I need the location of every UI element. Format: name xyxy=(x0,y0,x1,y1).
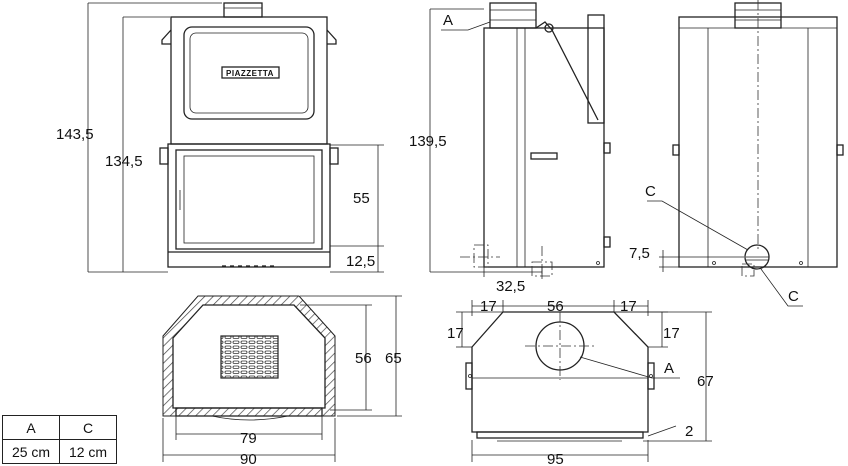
firebox-dim-inner-depth: 56 xyxy=(355,350,372,367)
top-dim-offset-small: 2 xyxy=(685,423,693,440)
side-dim-height: 139,5 xyxy=(409,133,447,150)
front-logo-plate xyxy=(221,66,280,79)
front-dim-body-height: 134,5 xyxy=(105,153,143,170)
top-dim-chamfer-right: 17 xyxy=(663,325,680,342)
firebox-plan: 56 65 79 90 xyxy=(162,295,402,466)
rear-label-c-top: C xyxy=(645,183,656,200)
legend-table: A C 25 cm 12 cm xyxy=(2,415,117,464)
front-logo-text: PIAZZETTA xyxy=(226,69,274,78)
front-flue-collar xyxy=(223,2,263,18)
side-flue xyxy=(489,2,537,29)
legend-value-row: 25 cm 12 cm xyxy=(2,439,117,464)
front-dim-base-height: 12,5 xyxy=(346,253,375,270)
top-dim-center-width: 56 xyxy=(547,298,564,315)
legend-header-c: C xyxy=(59,415,117,440)
side-handle xyxy=(530,152,558,160)
legend-value-c: 12 cm xyxy=(59,439,117,464)
rear-dim-outlet-height: 7,5 xyxy=(629,245,650,262)
top-dim-depth: 67 xyxy=(697,373,714,390)
front-door xyxy=(175,149,323,250)
legend-header-a: A xyxy=(2,415,60,440)
top-label-a: A xyxy=(664,360,674,377)
firebox-grille xyxy=(220,335,279,379)
side-dim-offset: 32,5 xyxy=(496,278,525,295)
legend-header-row: A C xyxy=(2,415,117,440)
top-dim-chamfer-left: 17 xyxy=(447,325,464,342)
side-label-a: A xyxy=(443,12,453,29)
legend-value-a: 25 cm xyxy=(2,439,60,464)
firebox-dim-outer-width: 90 xyxy=(240,451,257,466)
top-dim-width: 95 xyxy=(547,451,564,466)
front-view: PIAZZETTA 143,5 134,5 xyxy=(56,2,384,273)
top-dim-chamfer-top-right: 17 xyxy=(620,298,637,315)
firebox-dim-inner-width: 79 xyxy=(240,430,257,447)
front-body xyxy=(167,143,331,268)
front-hood xyxy=(170,16,328,145)
side-body xyxy=(483,27,605,268)
rear-label-c-bottom: C xyxy=(788,288,799,305)
rear-body xyxy=(678,16,838,268)
top-dim-chamfer-top-left: 17 xyxy=(480,298,497,315)
side-hood-door xyxy=(587,14,605,124)
front-dim-total-height: 143,5 xyxy=(56,126,94,143)
rear-view: C C 7,5 xyxy=(629,0,844,307)
side-view: 139,5 A 32,5 xyxy=(409,2,611,295)
front-hood-panel xyxy=(183,26,315,120)
firebox-dim-outer-depth: 65 xyxy=(385,350,402,367)
top-plan: A 17 56 17 17 17 67 2 95 xyxy=(447,298,714,466)
front-dim-door-height: 55 xyxy=(353,190,370,207)
